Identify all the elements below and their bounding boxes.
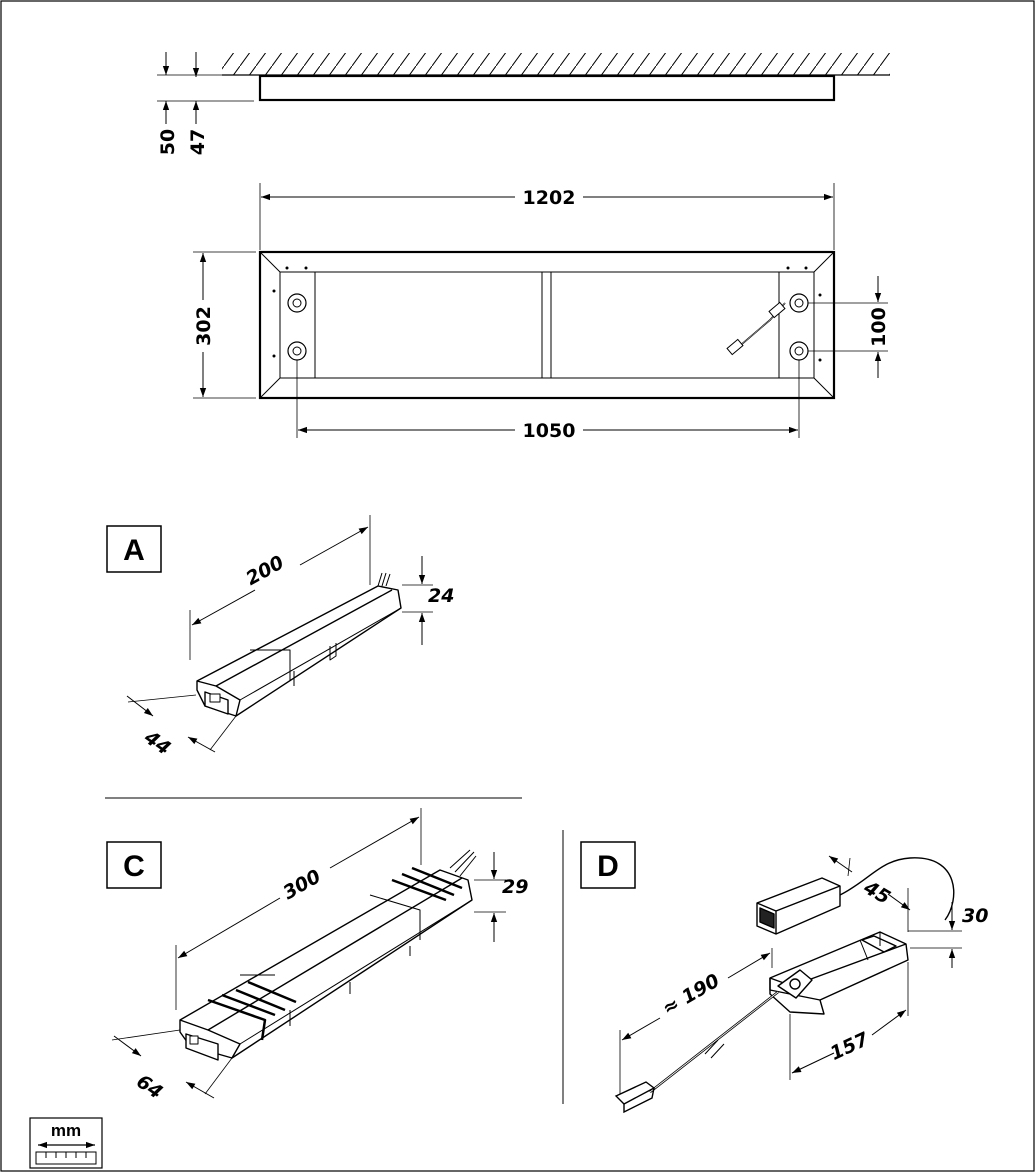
center-rib [541, 271, 552, 379]
dim-arrow [621, 1017, 661, 1041]
dim-label-c-height: 29 [502, 876, 528, 898]
dim-label-a-length: 200 [242, 552, 287, 590]
ruler-icon [35, 1151, 97, 1165]
driver-c-body [179, 849, 477, 1061]
driver-a-section: A 200 24 44 [106, 515, 454, 760]
dim-label-47: 47 [187, 129, 209, 155]
bevel-line [259, 377, 281, 399]
dim-arrow [727, 952, 771, 979]
dim-arrow [185, 1081, 215, 1099]
dim-label-d-connector: 45 [859, 876, 894, 909]
screw-dot [804, 266, 808, 270]
dim-label-mount-width: 1050 [523, 420, 576, 442]
dim-label-d-length: 157 [827, 1028, 873, 1065]
cable-connector [726, 301, 786, 356]
label-box-d [580, 841, 636, 889]
ceiling-hatch [222, 53, 890, 75]
bevel-line [813, 377, 835, 399]
dim-arrow [329, 816, 420, 869]
mounting-point [789, 293, 809, 313]
driver-d-input-cable [614, 991, 779, 1114]
bevel-line [813, 251, 835, 273]
label-a: A [123, 534, 145, 567]
dim-arrow [126, 695, 154, 717]
plan-view: 1202 302 [193, 183, 890, 442]
dim-arrow [191, 589, 256, 626]
extension-line [847, 857, 851, 877]
extension-line [127, 694, 197, 703]
mounting-point [789, 341, 809, 361]
mounting-point [287, 341, 307, 361]
mounting-point [287, 293, 307, 313]
extension-line [111, 1029, 181, 1041]
driver-d-body [769, 931, 909, 1015]
dim-arrow [871, 1009, 907, 1036]
dim-label-c-length: 300 [279, 865, 324, 904]
extension-line [204, 1057, 233, 1095]
screw-dot [304, 266, 308, 270]
dim-label-50: 50 [157, 129, 179, 155]
dim-label-d-cable: ≈ 190 [659, 970, 724, 1020]
screw-dot [818, 293, 822, 297]
label-box-a [106, 525, 162, 573]
dim-arrow [299, 526, 369, 566]
elevation-view: 50 47 [157, 52, 890, 155]
label-d: D [597, 850, 619, 883]
dim-label-a-width: 44 [139, 726, 174, 760]
dim-arrow [887, 893, 911, 911]
dim-arrow [187, 736, 216, 753]
dim-arrow [177, 897, 281, 959]
driver-a-body [196, 572, 402, 717]
screw-dot [272, 289, 276, 293]
screw-dot [818, 358, 822, 362]
label-box-c [106, 841, 162, 889]
dim-label-depth: 302 [193, 306, 215, 346]
dim-label-d-height: 30 [962, 905, 988, 927]
units-badge: mm [29, 1117, 103, 1169]
dim-arrow [828, 855, 853, 873]
panel-side-profile [258, 74, 836, 102]
dim-label-mount-depth: 100 [868, 307, 890, 347]
driver-d-connector-module [756, 857, 955, 935]
dim-label-a-height: 24 [428, 585, 454, 607]
dim-arrow [791, 1052, 835, 1074]
screw-dot [272, 354, 276, 358]
dim-label-c-width: 64 [132, 1070, 166, 1103]
driver-d-section: D ≈ 190 [580, 841, 988, 1114]
screw-dot [786, 266, 790, 270]
dim-label-width: 1202 [523, 187, 576, 209]
bevel-line [259, 251, 281, 273]
units-label: mm [51, 1121, 81, 1140]
dim-arrow [113, 1035, 142, 1057]
screw-dot [285, 266, 289, 270]
label-c: C [123, 850, 145, 883]
driver-c-section: C 300 29 64 [106, 808, 528, 1104]
extension-line [209, 715, 237, 751]
